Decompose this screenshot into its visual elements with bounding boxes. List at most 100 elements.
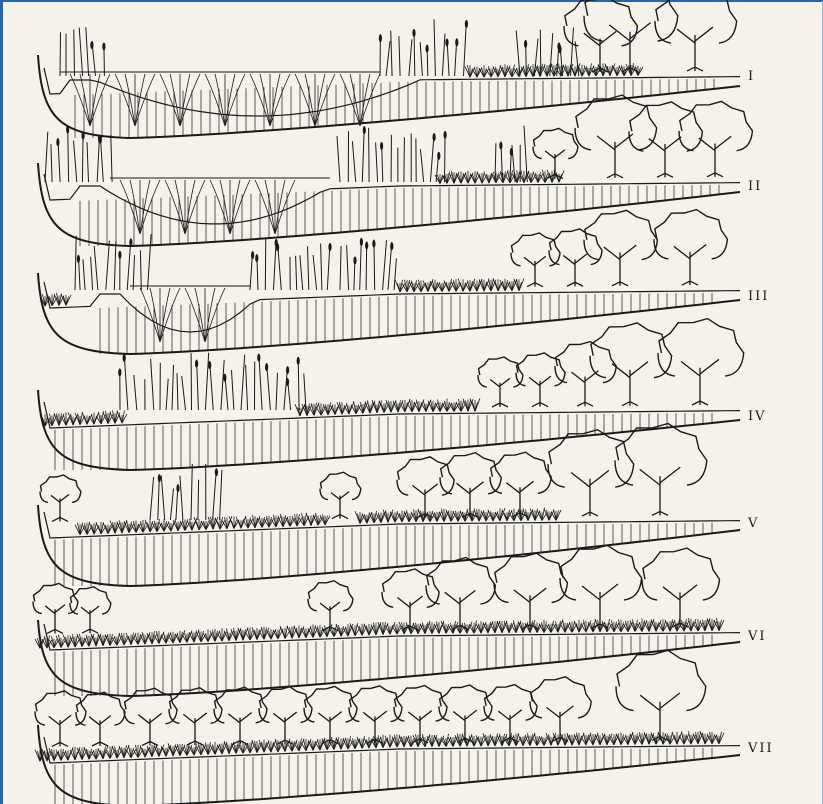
reed-head	[123, 354, 126, 362]
reed-stem	[45, 132, 48, 182]
grass-tuft	[446, 510, 456, 522]
reed-stem	[442, 34, 445, 76]
stage-numeral: I	[748, 69, 755, 84]
grass-tuft	[472, 279, 482, 291]
reed-head	[380, 142, 383, 150]
tree	[320, 472, 361, 518]
grass-tuft	[714, 732, 724, 744]
reed-stem	[220, 470, 222, 520]
stage-panel: II	[38, 95, 762, 246]
reed-stem	[74, 30, 75, 77]
tree	[124, 688, 177, 745]
grass-tuft	[427, 735, 437, 747]
grass-tuft	[528, 64, 538, 77]
reed-head	[208, 361, 211, 369]
tree	[560, 545, 642, 628]
grass-tuft	[411, 509, 421, 522]
tree	[615, 424, 707, 516]
grass-tuft	[98, 634, 108, 646]
reed-head	[90, 41, 93, 49]
reed-stem	[114, 241, 116, 290]
tree	[642, 548, 720, 627]
reed-head	[118, 369, 121, 377]
reed-stem	[124, 354, 128, 410]
reed-head	[251, 251, 254, 259]
tree	[440, 453, 501, 518]
reed-stem	[404, 137, 405, 182]
grass-tuft	[514, 279, 524, 291]
reed-head	[372, 240, 375, 248]
reed-stem	[172, 365, 174, 410]
grass-tuft	[463, 171, 473, 183]
grass-tuft	[553, 733, 563, 745]
grass-tuft	[476, 621, 486, 633]
reed-head	[129, 238, 132, 246]
reed-stem	[308, 246, 309, 290]
reed-head	[426, 45, 429, 53]
grass-tuft	[301, 626, 311, 638]
grass-tuft	[511, 620, 521, 633]
reed-head	[176, 484, 179, 492]
submerged-plant	[295, 74, 335, 126]
reed-stem	[369, 128, 370, 182]
grass-tuft	[434, 621, 444, 634]
reed-stem	[150, 477, 154, 520]
grass-tuft	[595, 733, 605, 745]
grass-tuft	[486, 278, 496, 291]
grass-tuft	[222, 516, 232, 529]
grass-tuft	[96, 411, 106, 424]
reed-head	[66, 126, 69, 134]
tree	[259, 687, 312, 744]
reed-stem	[259, 354, 262, 410]
reed-head	[328, 243, 331, 251]
grass-tuft	[168, 743, 178, 756]
tree	[616, 650, 706, 740]
reed-stem	[347, 245, 349, 290]
tree	[494, 553, 567, 629]
ground-surface	[44, 402, 740, 428]
grass-tuft	[189, 630, 199, 642]
basin-outline	[38, 55, 740, 138]
reed-stem	[51, 144, 52, 182]
tree	[584, 210, 657, 285]
reed-head	[286, 366, 289, 374]
tree	[533, 128, 578, 178]
tree	[304, 686, 357, 743]
grass-tuft	[61, 294, 71, 305]
grass-tuft	[451, 279, 461, 291]
grass-tuft	[273, 739, 283, 752]
reed-head	[390, 242, 393, 250]
reed-stem	[86, 27, 89, 76]
grass-tuft	[285, 516, 295, 526]
tree	[530, 677, 591, 742]
reed-stem	[399, 36, 400, 76]
grass-tuft	[416, 280, 426, 292]
reed-stem	[191, 464, 192, 520]
submerged-plant	[140, 288, 180, 342]
reed-head	[360, 238, 363, 246]
grass-tuft	[70, 747, 80, 760]
grass-tuft	[449, 402, 459, 412]
reed-stem	[337, 136, 340, 182]
reed-stem	[75, 236, 76, 290]
grass-tuft	[63, 635, 73, 648]
grass-tuft	[420, 734, 430, 747]
reed-stem	[362, 126, 364, 182]
reed-head	[158, 474, 161, 482]
reed-stem	[383, 240, 387, 290]
reed-stem	[111, 135, 112, 182]
grass-tuft	[470, 398, 480, 411]
tree	[679, 101, 752, 176]
reed-stem	[265, 237, 266, 290]
grass-tuft	[481, 510, 491, 521]
reed-stem	[148, 234, 152, 290]
grass-tuft	[472, 67, 482, 77]
reed-head	[444, 131, 447, 139]
reed-stem	[221, 360, 224, 410]
grass-tuft	[350, 623, 360, 636]
reed-head	[412, 29, 415, 37]
reed-head	[82, 132, 85, 140]
reed-stem	[79, 28, 82, 76]
tree	[394, 686, 447, 743]
submerged-plant	[185, 288, 225, 342]
